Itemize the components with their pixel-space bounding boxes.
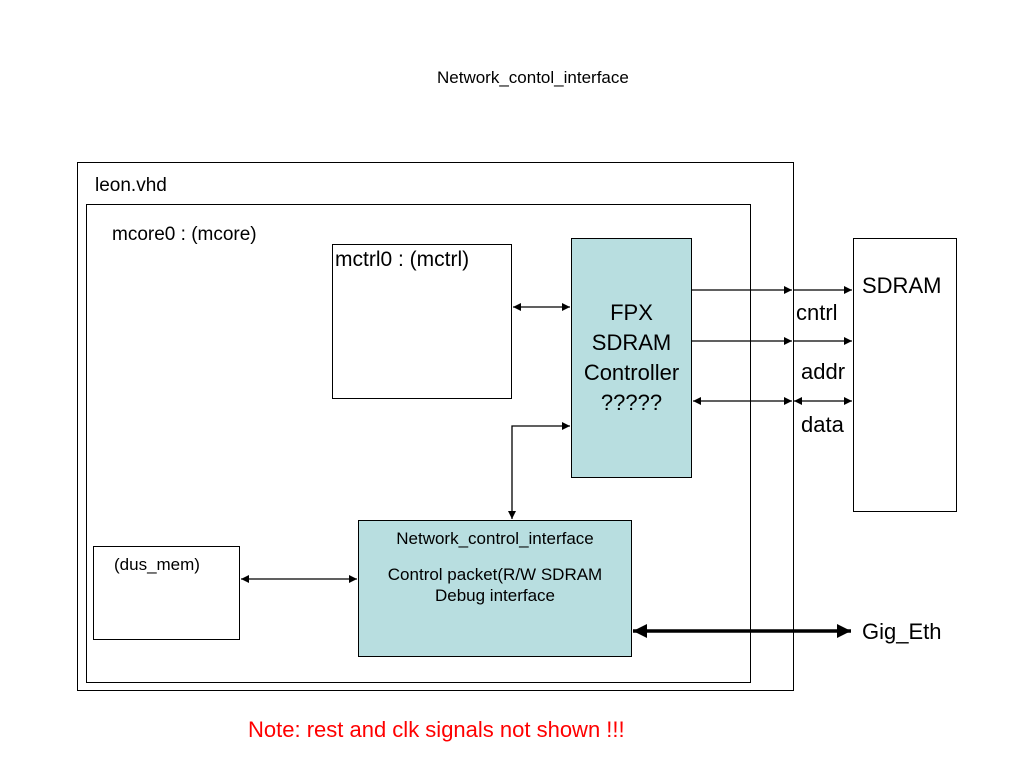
signal-cntrl-label: cntrl xyxy=(796,300,838,325)
dus-mem-label: (dus_mem) xyxy=(114,555,200,574)
fpx-line-2: SDRAM xyxy=(591,330,672,355)
nci-label: Network_control_interface Control packet… xyxy=(358,528,632,606)
nci-line-2: Debug interface xyxy=(434,586,556,605)
mcore-label: mcore0 : (mcore) xyxy=(112,224,257,245)
fpx-sdram-controller-box xyxy=(571,238,692,478)
fpx-label: FPX SDRAM Controller ????? xyxy=(571,298,692,418)
fpx-line-3: Controller xyxy=(583,360,680,385)
mctrl-label: mctrl0 : (mctrl) xyxy=(335,248,470,271)
diagram-title: Network_contol_interface xyxy=(437,68,629,87)
note-text: Note: rest and clk signals not shown !!! xyxy=(248,717,625,742)
mcore-box xyxy=(86,204,751,683)
network-control-interface-box xyxy=(358,520,632,657)
leon-box xyxy=(77,162,794,691)
signal-gig-eth-label: Gig_Eth xyxy=(862,619,942,644)
signal-addr-label: addr xyxy=(801,359,846,384)
mctrl-box xyxy=(332,244,512,399)
fpx-line-4: ????? xyxy=(600,390,663,415)
sdram-box xyxy=(853,238,957,512)
signal-data-label: data xyxy=(801,412,844,437)
leon-label: leon.vhd xyxy=(95,175,167,196)
nci-title: Network_control_interface xyxy=(396,529,594,548)
fpx-nci-link xyxy=(508,422,570,519)
sdram-label: SDRAM xyxy=(862,273,942,298)
dus-mem-box xyxy=(93,546,240,640)
nci-line-1: Control packet(R/W SDRAM xyxy=(387,565,603,584)
fpx-line-1: FPX xyxy=(610,300,653,325)
